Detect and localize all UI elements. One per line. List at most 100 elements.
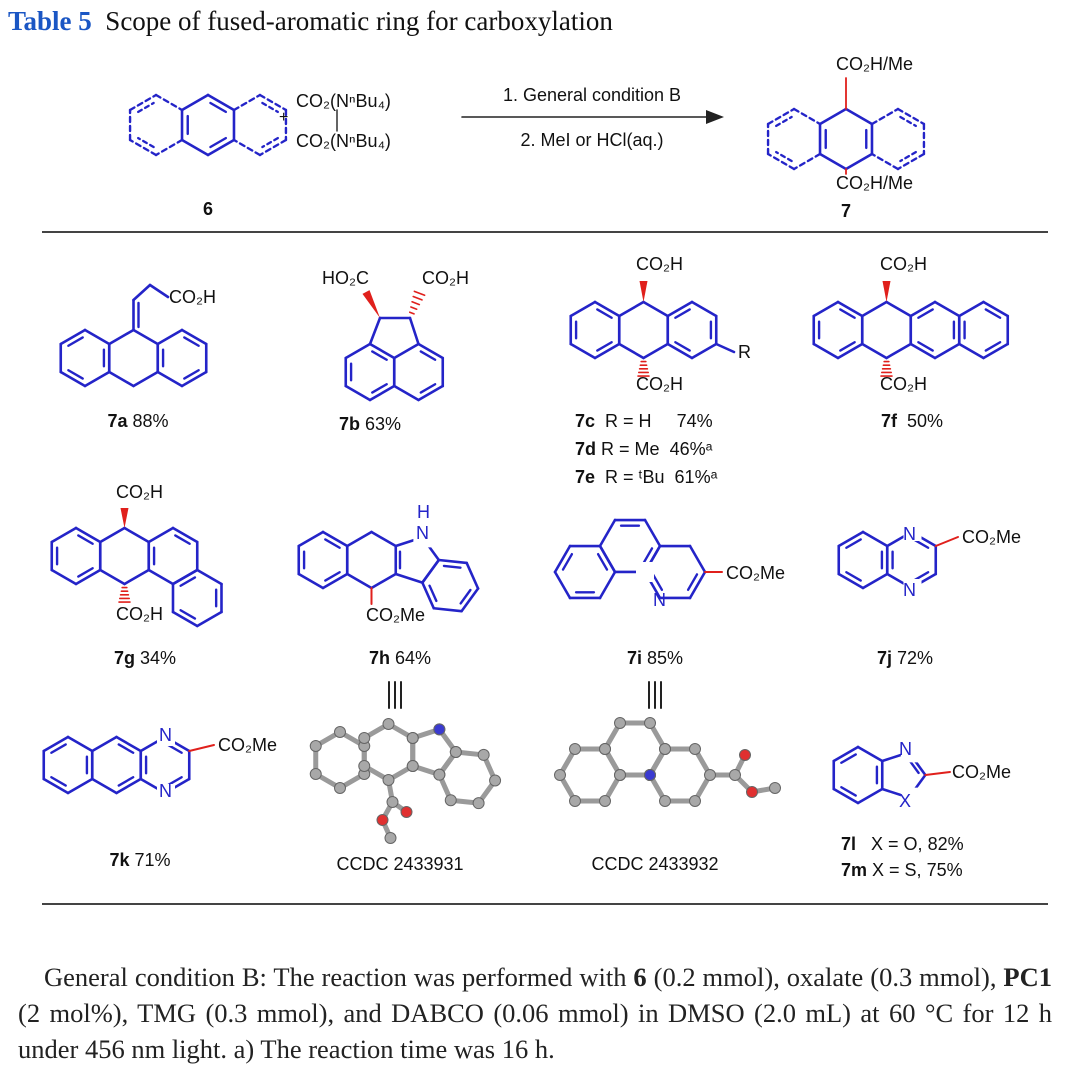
bond	[370, 530, 398, 548]
atom	[334, 782, 346, 794]
atom	[569, 743, 581, 756]
bond	[171, 526, 199, 544]
double-bond	[596, 341, 613, 352]
double-bond	[674, 341, 691, 352]
bond	[792, 152, 822, 171]
bond	[598, 544, 617, 574]
bond	[59, 328, 87, 346]
bond	[861, 530, 889, 548]
condition-1: 1. General condition B	[502, 85, 682, 105]
bond	[856, 787, 884, 805]
double-bond	[442, 564, 462, 569]
bond	[818, 107, 848, 126]
double-bond	[839, 341, 856, 352]
bond	[345, 530, 373, 548]
atom	[382, 774, 395, 786]
double-bond	[67, 369, 84, 380]
double-bond	[67, 336, 84, 347]
bond	[957, 342, 985, 360]
bond	[642, 300, 670, 318]
product-id: 7	[840, 201, 852, 221]
bond	[59, 370, 87, 388]
atom	[569, 794, 581, 807]
bond	[180, 328, 208, 346]
atom	[689, 743, 701, 756]
bond	[421, 558, 441, 584]
bond	[885, 342, 913, 360]
bond	[792, 107, 822, 126]
double-bond	[174, 534, 191, 545]
double-bond	[899, 150, 917, 163]
double-bond	[917, 308, 934, 319]
bond	[417, 342, 445, 360]
double-bond	[917, 341, 934, 352]
bond	[123, 526, 151, 544]
bond	[688, 570, 707, 600]
bond	[74, 568, 102, 586]
bond	[74, 526, 102, 544]
double-bond	[845, 571, 862, 582]
bond	[321, 530, 349, 548]
double-bond	[77, 534, 94, 545]
bond	[593, 300, 621, 318]
bond	[154, 93, 184, 112]
bond	[617, 342, 645, 360]
hashed-bond	[408, 311, 415, 315]
7b-ho2c: HO₂C	[322, 268, 369, 288]
double-bond	[179, 609, 197, 620]
bond	[83, 370, 111, 388]
double-bond	[50, 776, 67, 787]
bond	[297, 530, 325, 548]
crystal-label-7h: CCDC 2433931	[336, 854, 464, 874]
bond	[195, 610, 223, 628]
bond	[368, 342, 396, 360]
bond	[344, 384, 372, 402]
atom	[644, 717, 656, 730]
bond	[107, 370, 135, 388]
atom	[614, 717, 626, 730]
bond	[553, 544, 572, 574]
table-caption: Scope of fused-aromatic ring for carboxy…	[105, 6, 613, 36]
bond	[837, 572, 865, 590]
double-bond	[775, 115, 793, 128]
plus-sign: +	[279, 109, 289, 126]
double-bond	[596, 308, 613, 319]
hashed-bond	[410, 306, 418, 311]
bond	[933, 300, 961, 318]
7l-n: N	[899, 739, 912, 759]
double-bond	[324, 571, 341, 582]
bond	[195, 568, 223, 586]
atom	[334, 726, 346, 738]
arrow-head	[706, 110, 724, 124]
atom	[400, 806, 413, 818]
double-bond	[641, 547, 654, 566]
double-bond	[137, 136, 155, 149]
bond	[370, 572, 398, 590]
bond	[171, 568, 199, 586]
double-bond	[839, 308, 856, 319]
bond	[812, 342, 840, 360]
bond	[460, 587, 480, 613]
reagent-oxalate-top: CO₂(NⁿBu₄)	[296, 91, 391, 111]
compound-label-7e: 7e R = ᵗBu 61%ᵃ	[575, 467, 718, 487]
double-bond	[561, 552, 574, 571]
bond	[321, 572, 349, 590]
bond	[98, 526, 126, 544]
bond	[553, 570, 572, 600]
bond	[132, 370, 160, 388]
compound-label-7j: 7j 72%	[876, 648, 934, 668]
product-bottom-group: CO₂H/Me	[836, 173, 913, 193]
bond	[856, 745, 884, 763]
bond	[123, 568, 151, 586]
double-bond	[209, 101, 228, 114]
table-number: Table 5	[8, 6, 92, 36]
bond	[368, 316, 382, 346]
bond	[147, 526, 175, 544]
double-bond	[984, 341, 1002, 352]
atom	[386, 796, 399, 808]
bond	[115, 735, 143, 753]
label-clearance	[413, 527, 432, 548]
bond	[50, 568, 78, 586]
atom	[309, 740, 322, 752]
bond	[766, 152, 796, 171]
